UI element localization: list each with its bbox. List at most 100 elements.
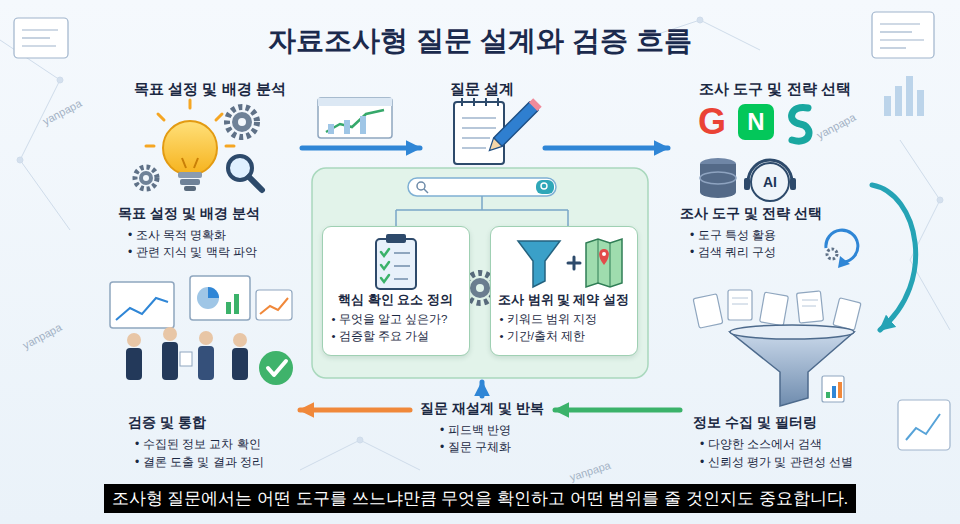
line-stroke [880, 23, 920, 24]
line-stroke [802, 306, 816, 307]
rect-shape [898, 400, 950, 450]
step-title: 검증 및 통합 [128, 414, 206, 431]
line-stroke [226, 145, 234, 148]
step-title: 조사 도구 및 전략 선택 [699, 80, 851, 98]
step-group: 목표 설정 및 배경 분석목표 설정 및 배경 분석• 조사 목적 명확화• 관… [108, 76, 302, 264]
path-shape [792, 107, 809, 141]
rect-shape [408, 178, 556, 196]
polygon-shape [586, 239, 622, 287]
flow-arrow [300, 408, 410, 413]
rect-shape [126, 348, 142, 380]
line-stroke [732, 298, 748, 299]
checklist-icon [322, 227, 470, 297]
circle-shape [57, 77, 63, 83]
polygon-shape [518, 241, 560, 287]
rect-shape [796, 291, 823, 323]
line-stroke [880, 39, 924, 40]
line-stroke [609, 243, 610, 287]
line-stroke [381, 275, 389, 282]
step-group: 정보 수집 및 필터링• 다양한 소스에서 검색• 신뢰성 평가 및 관련성 선… [680, 284, 880, 476]
rect-shape [318, 98, 392, 138]
path-shape [208, 287, 219, 298]
shape-group [394, 253, 410, 279]
step-group: 검증 및 통합• 수집된 정보 교차 확인• 결론 도출 및 결과 정리 [100, 272, 300, 476]
line-stroke [381, 262, 389, 269]
bullet-text: • 다양한 소스에서 검색 [700, 437, 822, 451]
icon-label: AI [763, 175, 777, 190]
line-stroke [394, 252, 410, 254]
polygon-shape [730, 332, 854, 406]
rect-shape [872, 12, 934, 58]
circle-shape [357, 437, 363, 443]
bullet-text: • 피드백 반영 [440, 423, 511, 437]
circle-shape [541, 183, 547, 189]
circle-shape [17, 157, 23, 163]
circle-shape [143, 175, 149, 181]
flow-arrow [545, 146, 668, 151]
line-stroke [424, 189, 428, 193]
rect-shape [226, 302, 231, 314]
rect-shape [832, 386, 836, 398]
rect-shape [536, 180, 554, 194]
diagram-title: 자료조사형 질문 설계와 검증 흐름 [0, 22, 960, 60]
rect-shape [328, 124, 334, 134]
rect-shape [884, 96, 891, 116]
rect-shape [917, 90, 924, 116]
shape-group [732, 298, 818, 306]
line-stroke [485, 98, 487, 106]
line-stroke [268, 361, 286, 375]
shape-group [485, 98, 542, 155]
rect-shape [198, 346, 214, 380]
circle-shape [937, 197, 943, 203]
step-group: 질문 설계 [420, 76, 545, 172]
polygon-shape [838, 256, 850, 268]
shape-group [126, 327, 248, 380]
line-stroke [189, 100, 192, 108]
question-box: 핵심 확인 요소 정의• 무엇을 알고 싶은가?• 검증할 주요 가설 [322, 226, 470, 356]
watermark: yanpapa [21, 321, 64, 351]
rect-shape [256, 290, 292, 320]
line-stroke [597, 239, 598, 283]
bullet-text: • 검색 쿼리 구성 [690, 245, 776, 259]
path-shape [599, 249, 609, 265]
line-stroke [462, 127, 496, 129]
rect-shape [360, 116, 366, 134]
caption-bar: 조사형 질문에서는 어떤 도구를 쓰느냐만큼 무엇을 확인하고 어떤 범위를 줄… [0, 484, 960, 513]
path-shape [300, 440, 420, 470]
bullet-text: • 질문 구체화 [440, 440, 511, 454]
circle-shape [232, 112, 252, 132]
flow-arrow [872, 185, 916, 330]
line-stroke [461, 98, 463, 106]
line-stroke [906, 414, 940, 440]
bullet-text: • 수집된 정보 교차 확인 [135, 437, 261, 451]
bullet-text: • 검증할 주요 가설 [332, 330, 430, 344]
circle-shape [163, 121, 217, 175]
circle-shape [197, 287, 219, 309]
shape-group [396, 196, 568, 226]
circle-shape [417, 182, 425, 190]
rect-shape [833, 298, 861, 330]
line-stroke [572, 257, 575, 269]
line-stroke [880, 31, 912, 32]
shape-group [568, 257, 580, 269]
line-stroke [394, 278, 408, 280]
lightbulb-icon [135, 100, 262, 191]
line-stroke [473, 98, 475, 106]
line-stroke [22, 37, 50, 38]
line-stroke [732, 304, 748, 305]
step-title: 조사 범위 및 제약 설정 [498, 293, 629, 308]
step-title: 핵심 확인 요소 정의 [338, 293, 452, 308]
rect-shape [162, 342, 178, 380]
shape-group [462, 98, 498, 106]
bullet-text: • 도구 특성 활용 [690, 228, 776, 242]
rect-shape [760, 292, 789, 326]
notepad-icon [454, 98, 542, 164]
rect-shape [110, 282, 174, 328]
step-title: 목표 설정 및 배경 분석 [118, 205, 260, 222]
line-stroke [462, 147, 486, 149]
bullet-text: • 신뢰성 평가 및 관련성 선별 [700, 455, 853, 469]
circle-shape [135, 167, 157, 189]
step-title: 조사 도구 및 전략 선택 [680, 205, 822, 222]
rect-shape [312, 168, 648, 378]
